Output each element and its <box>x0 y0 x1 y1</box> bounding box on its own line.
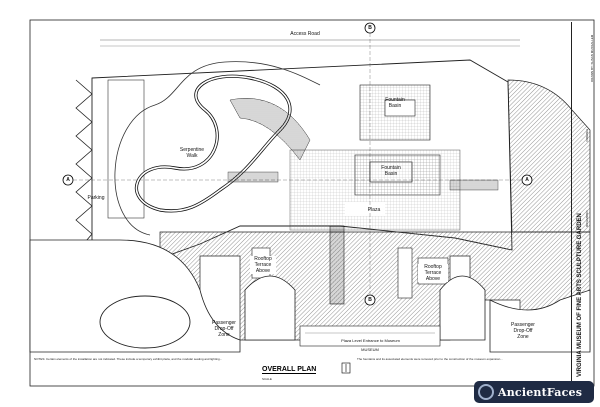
museum-strip <box>299 325 441 347</box>
section-marker-b-bottom: B <box>368 297 372 303</box>
ancientfaces-watermark: AncientFaces <box>474 381 594 403</box>
plan-title: OVERALL PLAN <box>262 366 317 374</box>
notes-right: The fountains and its associated element… <box>357 357 503 361</box>
label-fountain-basin-center: Fountain Basin <box>381 165 401 177</box>
label-parking: Parking <box>87 195 105 201</box>
sheet-firm: DRAWN BY: SUSAN MUSSALLEM <box>590 34 594 82</box>
label-dropoff-left: Passenger Drop-Off Zone <box>212 320 236 338</box>
label-plaza-entrance: Plaza Level Entrance to Museum <box>341 338 400 343</box>
label-plaza: Plaza <box>367 207 381 213</box>
title-block: VIRGINIA MUSEUM OF FINE ARTS SCULPTURE G… <box>571 22 594 384</box>
sheet-state: VIRGINIA <box>585 128 589 142</box>
label-access-road: Access Road <box>290 31 320 37</box>
sheet-border <box>29 19 595 387</box>
plan-scale: SCALE <box>262 377 272 381</box>
zigzag-edge <box>75 79 93 249</box>
label-museum: MUSEUM <box>361 347 379 352</box>
section-marker-b-top: B <box>368 25 372 31</box>
section-marker-a-left: A <box>66 177 70 183</box>
section-marker-a-right: A <box>525 177 529 183</box>
dropoff-right <box>489 289 591 353</box>
label-dropoff-right: Passenger Drop-Off Zone <box>511 322 535 340</box>
oval-feature <box>99 295 191 349</box>
ancientfaces-logo-icon <box>478 384 494 400</box>
plaza <box>289 149 461 231</box>
watermark-text: AncientFaces <box>498 385 583 399</box>
label-rooftop-left: Rooftop Terrace Above <box>250 256 276 274</box>
label-fountain-basin-upper: Fountain Basin <box>385 97 405 109</box>
sheet-city: RICHMOND <box>585 210 589 228</box>
label-serpentine-walk: Serpentine Walk <box>179 147 205 159</box>
notes-left: NOTES: Certain elements of the installat… <box>34 357 223 361</box>
sheet-title: VIRGINIA MUSEUM OF FINE ARTS SCULPTURE G… <box>577 213 583 377</box>
label-rooftop-right: Rooftop Terrace Above <box>418 264 448 282</box>
